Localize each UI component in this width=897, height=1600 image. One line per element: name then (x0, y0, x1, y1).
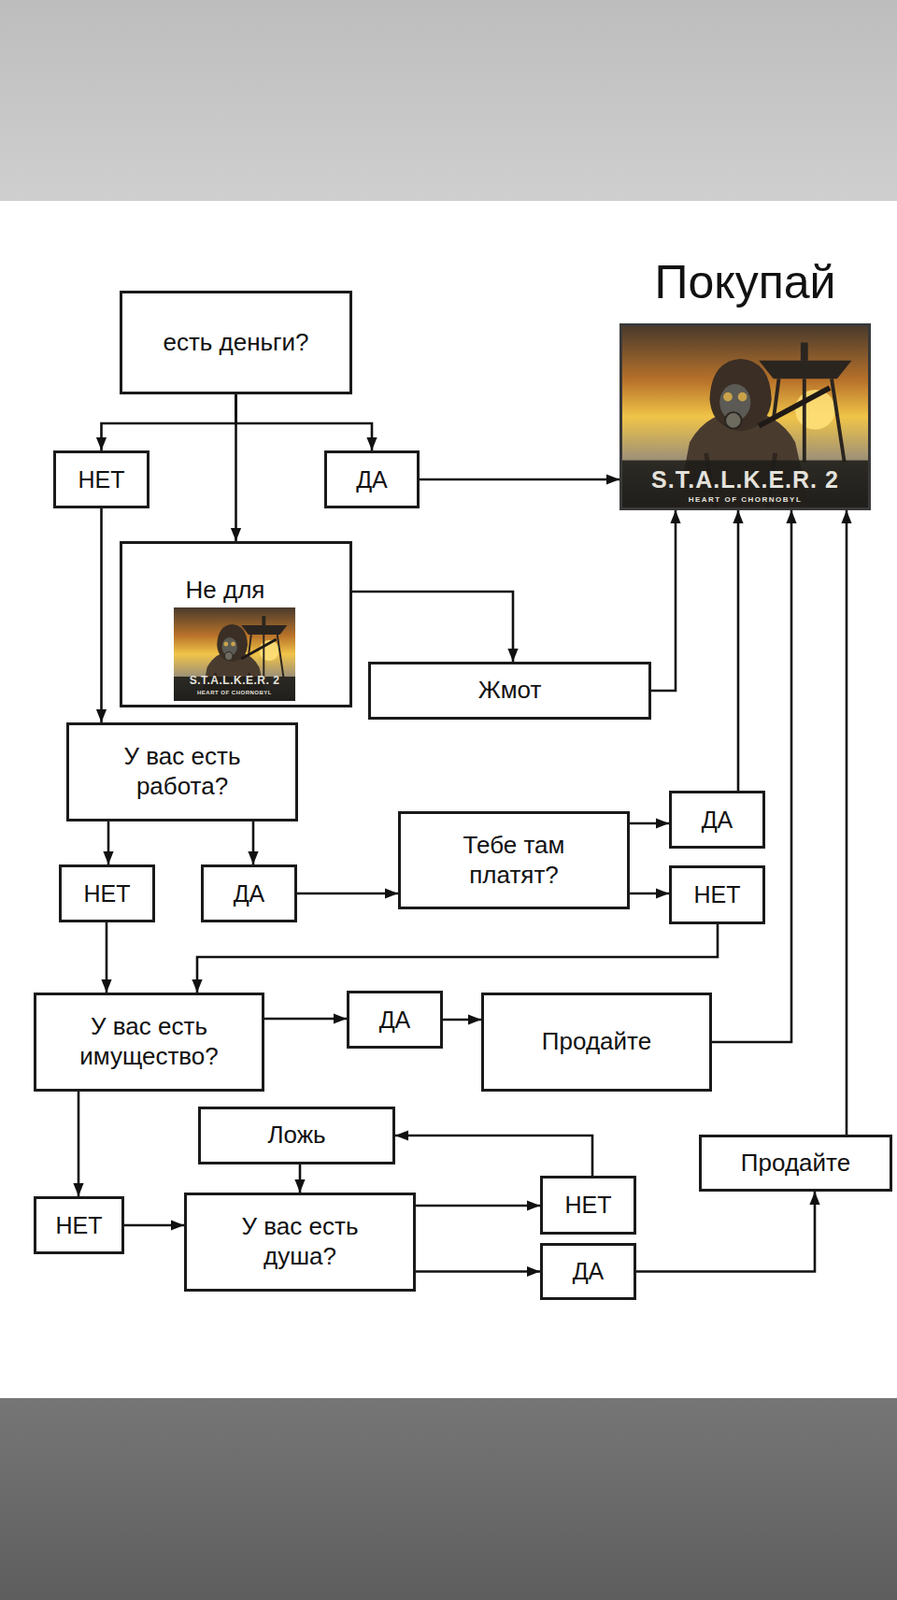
flow-arrow (252, 821, 256, 865)
verdict-box: Ложь (198, 1106, 396, 1165)
flow-arrow (264, 1017, 347, 1021)
bottom-bar (0, 1397, 897, 1600)
flow-arrow (636, 1191, 815, 1272)
logo-block: S.T.A.L.K.E.R. 2 (622, 468, 869, 492)
logo-text: HEART OF CHORNOBYL (173, 689, 296, 696)
statement-box: Не дляS.T.A.L.K.E.R. 2 HEART OF CHORNOBYL (119, 541, 353, 708)
box-text: У вас есть имущество? (60, 1011, 239, 1071)
box-text: Продайте (731, 1148, 860, 1179)
answer-box: ДА (346, 990, 443, 1049)
answer-box: ДА (669, 790, 766, 849)
flow-arrow (415, 1269, 541, 1273)
heading-text: Покупай (622, 256, 869, 309)
flow-arrow (711, 510, 792, 1042)
box-text: ДА (563, 1256, 614, 1286)
action-box: Продайте (481, 992, 712, 1092)
decision-box: Тебе там платят? (398, 811, 630, 910)
flow-arrow (299, 1164, 302, 1193)
box-text: ДА (224, 879, 275, 909)
flow-arrow (395, 1135, 593, 1176)
cover-image-box: ПокупайS.T.A.L.K.E.R. 2HEART OF CHORNOBY… (619, 323, 871, 511)
box-text: есть деньги? (153, 327, 318, 358)
flow-arrow (737, 510, 741, 791)
box-text: НЕТ (684, 880, 751, 910)
cover-illustration (173, 607, 296, 701)
top-bar (0, 0, 897, 201)
flow-arrow (124, 1224, 185, 1227)
box-text: Ложь (257, 1120, 335, 1151)
logo-text: S.T.A.L.K.E.R. 2 (622, 468, 869, 492)
flow-arrow (236, 394, 373, 451)
flow-arrow (234, 394, 238, 542)
answer-box: ДА (540, 1242, 637, 1300)
flow-arrow (197, 924, 718, 993)
answer-box: НЕТ (53, 450, 150, 509)
decision-box: У вас есть имущество? (33, 992, 265, 1092)
box-text: Тебе там платят? (425, 830, 603, 890)
logo-text: S.T.A.L.K.E.R. 2 (173, 674, 296, 686)
box-text: У вас есть душа? (211, 1211, 389, 1271)
logo-block: HEART OF CHORNOBYL (622, 496, 869, 504)
box-text: ДА (692, 805, 743, 835)
flow-arrow (845, 510, 849, 1135)
logo-block: S.T.A.L.K.E.R. 2 (173, 674, 296, 686)
flow-arrow (651, 510, 676, 691)
decision-box: У вас есть работа? (66, 722, 299, 822)
box-text: Продайте (532, 1026, 661, 1057)
box-text: НЕТ (555, 1190, 622, 1220)
decision-box: У вас есть душа? (184, 1192, 416, 1292)
box-text: Жмот (469, 675, 552, 706)
box-text: ДА (370, 1005, 421, 1035)
box-text: НЕТ (74, 879, 141, 909)
box-text: НЕТ (69, 465, 135, 495)
box-text: У вас есть работа? (93, 741, 271, 801)
flow-arrow (352, 591, 513, 662)
flow-arrow (629, 822, 670, 826)
flow-arrow (629, 892, 670, 896)
box-text: НЕТ (46, 1210, 113, 1240)
answer-box: НЕТ (540, 1175, 637, 1235)
flow-arrow (99, 508, 103, 723)
flow-arrow (415, 1204, 541, 1208)
answer-box: ДА (324, 450, 420, 509)
verdict-box: Жмот (368, 661, 652, 720)
box-text: Не для (122, 575, 328, 606)
flow-arrow (442, 1018, 482, 1022)
box-text: ДА (346, 465, 398, 495)
decision-box: есть деньги? (119, 290, 353, 395)
answer-box: НЕТ (58, 864, 156, 923)
logo-block: HEART OF CHORNOBYL (173, 689, 296, 696)
flow-arrow (77, 1091, 81, 1196)
flow-arrow (107, 821, 111, 865)
answer-box: НЕТ (33, 1196, 125, 1254)
answer-box: НЕТ (669, 865, 766, 925)
answer-box: ДА (200, 864, 298, 923)
flow-arrow (101, 394, 237, 451)
flow-arrow (105, 922, 109, 993)
flow-arrow (419, 478, 620, 482)
flow-arrow (297, 892, 399, 896)
logo-text: HEART OF CHORNOBYL (622, 496, 869, 504)
action-box: Продайте (698, 1134, 893, 1192)
